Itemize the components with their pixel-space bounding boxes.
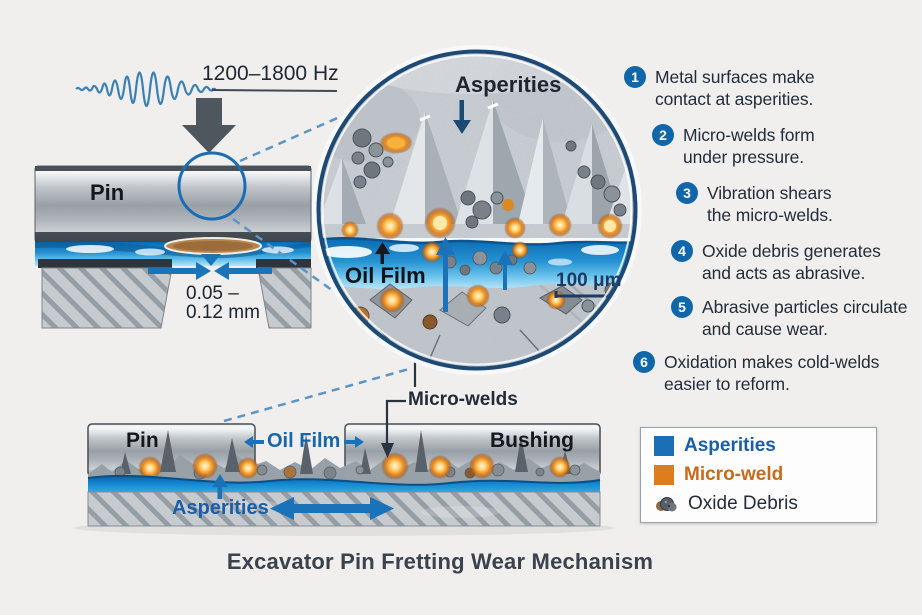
asperities-swatch <box>654 436 674 456</box>
gap-range-line2: 0.12 mm <box>186 302 260 323</box>
step-6-badge: 6 <box>633 351 655 373</box>
legend-box: Asperities Micro-weld Oxide Debris <box>640 427 877 523</box>
step-2-line2: under pressure. <box>683 147 805 167</box>
step-5-line1: Abrasive particles circulate <box>702 297 908 317</box>
left-pin-diagram <box>34 165 312 329</box>
inset-weld-row <box>341 207 623 240</box>
step-1-badge: 1 <box>624 66 646 88</box>
step-6-line1: Oxidation makes cold-welds <box>664 352 880 372</box>
asperities-pointer-inset <box>453 100 471 134</box>
gap-range-line1: 0.05 – <box>186 283 239 304</box>
micro-weld-swatch <box>654 465 674 485</box>
asperity-peaks <box>320 100 634 224</box>
vibration-down-arrow <box>182 98 236 153</box>
step-3-line1: Vibration shears <box>707 183 832 203</box>
legend-oxide-debris-label: Oxide Debris <box>688 493 798 514</box>
step-2-badge: 2 <box>652 124 674 146</box>
oil-suspended-debris <box>443 250 537 276</box>
step-4-badge: 4 <box>671 240 693 262</box>
oil-film-flank-arrows <box>244 436 364 448</box>
step-2: 2 Micro-welds form under pressure. <box>652 124 815 168</box>
inset-oxide-debris <box>332 95 627 229</box>
scale-label: 100 μm <box>556 270 622 291</box>
step-1-line2: contact at asperities. <box>655 89 814 109</box>
step-5-badge: 5 <box>671 296 693 318</box>
asperities-pointer-arrow <box>212 474 228 499</box>
step-5: 5 Abrasive particles circulate and cause… <box>671 296 907 340</box>
legend-row-oxide: Oxide Debris <box>654 493 876 515</box>
step-3-badge: 3 <box>676 182 698 204</box>
bottom-bushing-label: Bushing <box>490 429 574 452</box>
legend-micro-weld-label: Micro-weld <box>684 464 784 485</box>
step-4-line1: Oxide debris generates <box>702 241 881 261</box>
step-1: 1 Metal surfaces make contact at asperit… <box>624 66 815 110</box>
figure-title: Excavator Pin Fretting Wear Mechanism <box>226 549 654 574</box>
magnifier-source-circle <box>177 151 247 221</box>
legend-row-asperities: Asperities <box>654 435 876 457</box>
magnifier-cone-lines <box>223 110 410 423</box>
sliding-motion-arrow <box>270 497 394 520</box>
lower-debris <box>350 282 620 359</box>
oil-circulation-arrows <box>436 237 513 312</box>
bottom-asperities-label: Asperities <box>172 497 269 519</box>
step-3-line2: the micro-welds. <box>707 205 833 225</box>
legend-asperities-label: Asperities <box>684 435 776 456</box>
frequency-label: 1200–1800 Hz <box>202 62 339 85</box>
micro-welds-label: Micro-welds <box>408 389 518 410</box>
inset-asperities-label: Asperities <box>455 72 562 97</box>
left-pin-label: Pin <box>90 180 125 205</box>
vibration-waveform <box>75 71 338 108</box>
step-4: 4 Oxide debris generates and acts as abr… <box>671 240 881 284</box>
step-6-line2: easier to reform. <box>664 374 790 394</box>
step-1-line1: Metal surfaces make <box>655 67 815 87</box>
step-2-line1: Micro-welds form <box>683 125 815 145</box>
oil-film-pointer-arrow <box>375 242 390 264</box>
step-3: 3 Vibration shears the micro-welds. <box>676 182 833 226</box>
bottom-pin-label: Pin <box>126 429 159 452</box>
step-6: 6 Oxidation makes cold-welds easier to r… <box>633 351 879 395</box>
legend-row-microweld: Micro-weld <box>654 464 876 486</box>
oxide-debris-icon <box>656 497 677 512</box>
bottom-oil-film-label: Oil Film <box>267 430 341 452</box>
inset-oil-film-label: Oil Film <box>345 263 426 288</box>
gap-arrows <box>148 254 272 280</box>
step-4-line2: and acts as abrasive. <box>702 263 866 283</box>
micro-weld-glows <box>138 452 571 480</box>
step-5-line2: and cause wear. <box>702 319 828 339</box>
